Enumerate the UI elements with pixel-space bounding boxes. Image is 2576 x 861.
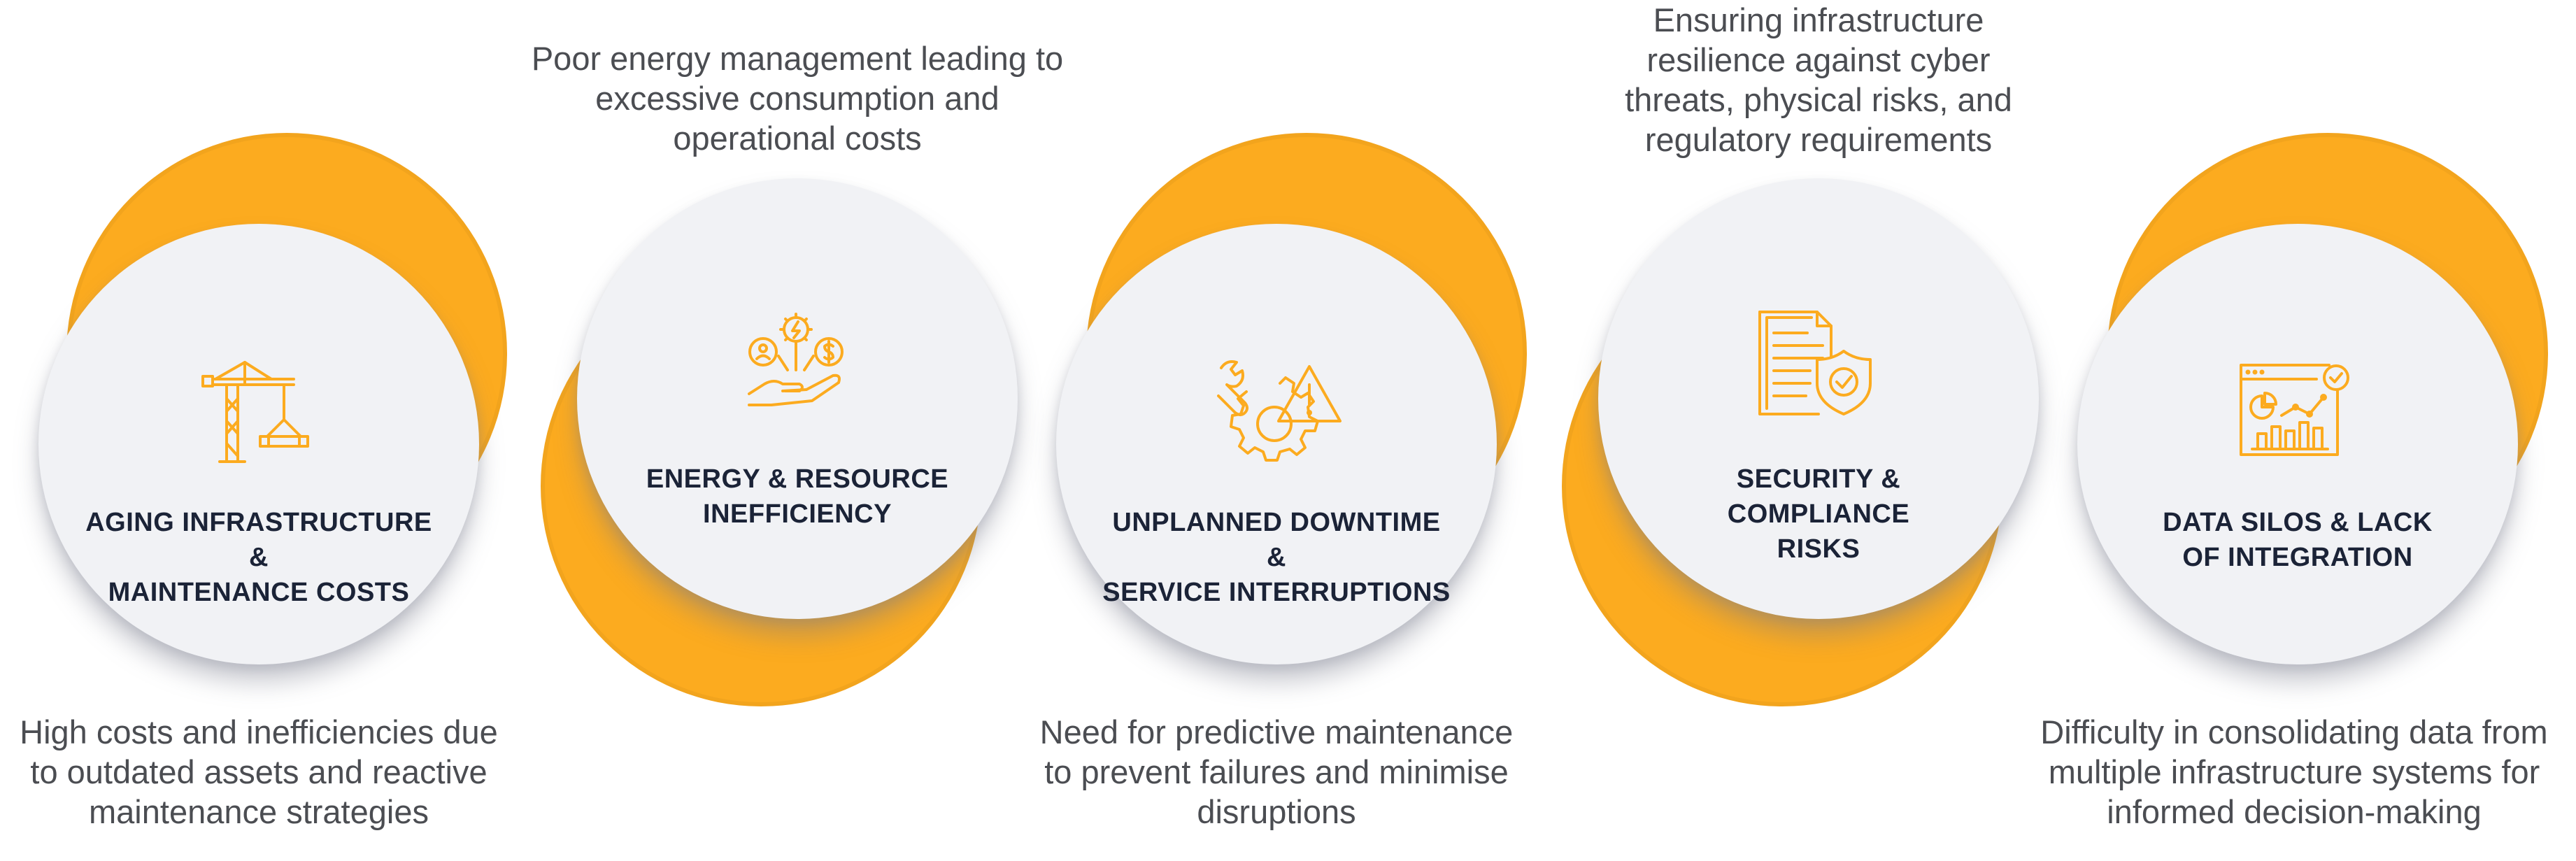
step-description-2: Poor energy management leading to excess… [531, 40, 1064, 157]
step-circle-4 [1598, 178, 2039, 619]
step-title-2: ENERGY & RESOURCE INEFFICIENCY [646, 464, 949, 529]
step-circle-2 [577, 178, 1018, 619]
energy-cost-hand-icon [748, 313, 844, 406]
step-title-5: DATA SILOS & LACK OF INTEGRATION [2163, 508, 2433, 572]
dashboard-analytics-icon [2240, 364, 2349, 456]
step-description-4: Ensuring infrastructure resilience again… [1625, 1, 2012, 158]
step-description-5: Difficulty in consolidating data from mu… [2040, 713, 2548, 830]
step-title-4: SECURITY & COMPLIANCE RISKS [1727, 464, 1910, 564]
step-title-1: AGING INFRASTRUCTURE & MAINTENANCE COSTS [85, 508, 432, 607]
document-shield-icon [1758, 311, 1872, 415]
gear-wrench-warning-icon [1217, 360, 1342, 462]
step-circle-5 [2077, 224, 2518, 664]
step-title-3: UNPLANNED DOWNTIME & SERVICE INTERRUPTIO… [1102, 508, 1451, 607]
construction-crane-icon [201, 361, 309, 463]
step-circle-3 [1056, 224, 1497, 664]
step-description-3: Need for predictive maintenance to preve… [1039, 713, 1514, 830]
step-description-1: High costs and inefficiencies due to out… [20, 713, 498, 830]
